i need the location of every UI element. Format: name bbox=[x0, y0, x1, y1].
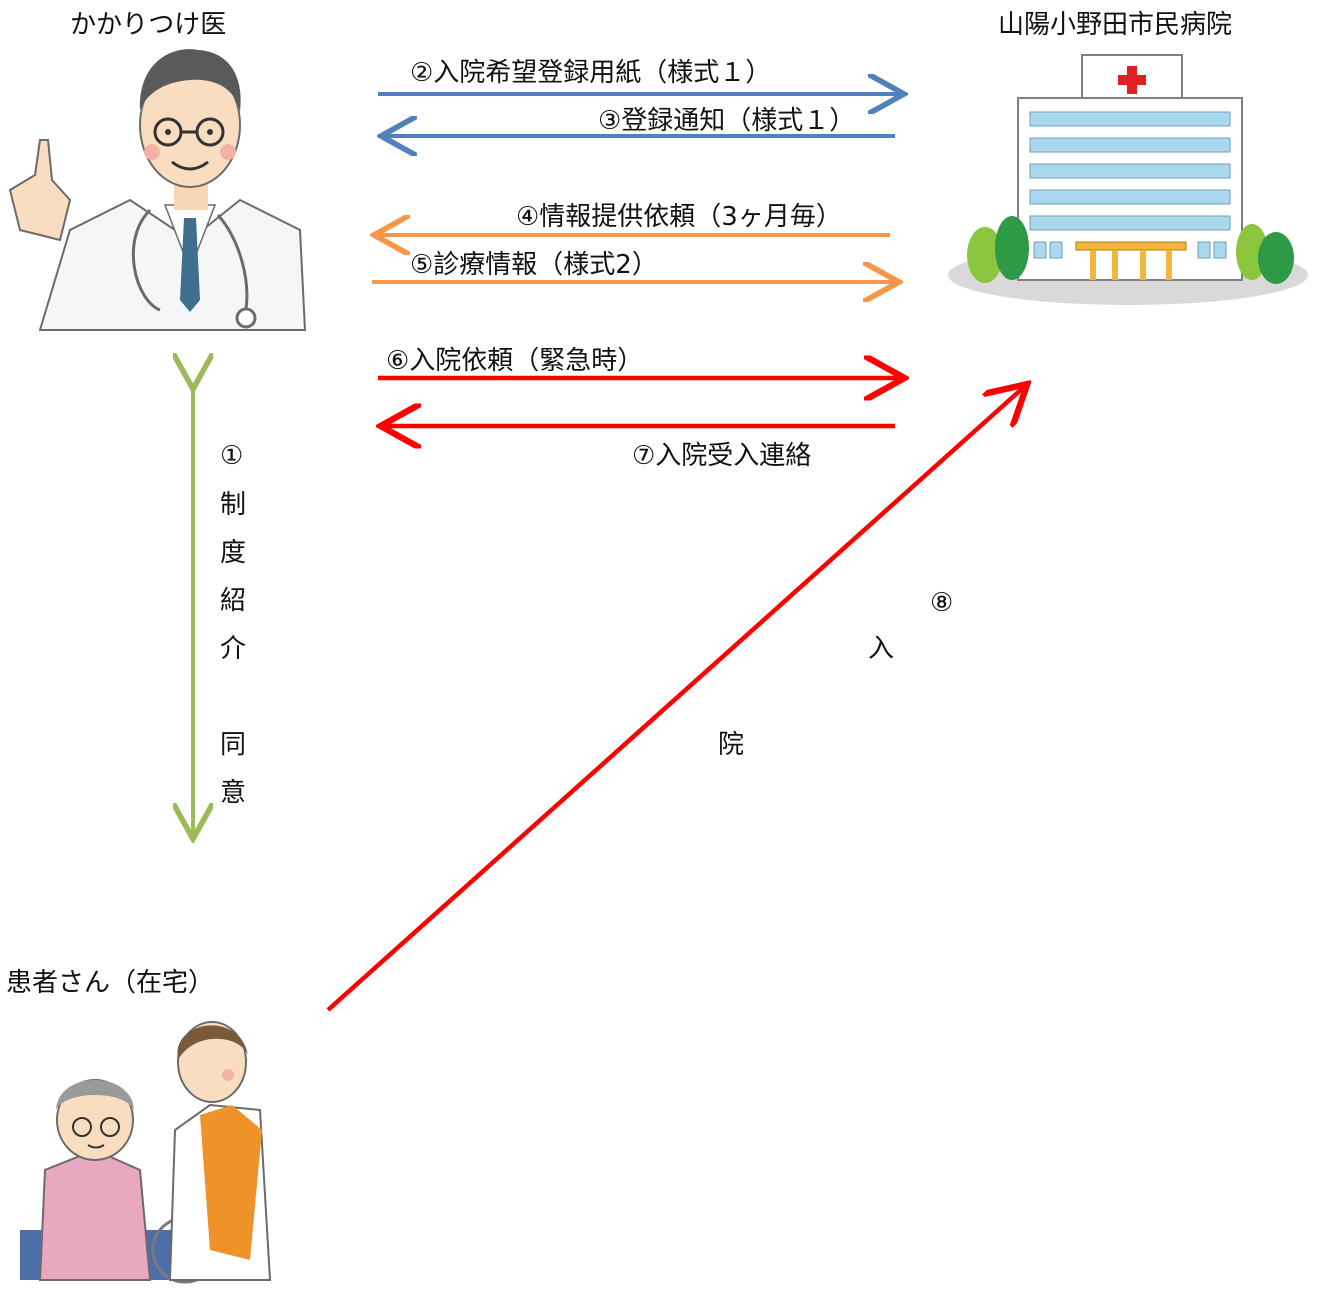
flow-label-registration-form: ②入院希望登録用紙（様式１） bbox=[410, 58, 772, 88]
consent-char-2: 制 bbox=[220, 490, 247, 520]
consent-char-5: 介 bbox=[220, 634, 247, 664]
flow-label-medical-info: ⑤診療情報（様式2） bbox=[410, 250, 658, 280]
flow-label-admission-request: ⑥入院依頼（緊急時） bbox=[386, 346, 644, 376]
patient-label: 患者さん（在宅） bbox=[6, 968, 215, 998]
patient-illustration bbox=[20, 1021, 272, 1284]
flow-label-info-request: ④情報提供依頼（3ヶ月毎） bbox=[516, 202, 842, 232]
consent-char-4: 紹 bbox=[220, 586, 247, 616]
arrow-admission bbox=[326, 387, 1024, 1012]
hospital-illustration bbox=[948, 54, 1308, 305]
flow-label-admission-accept: ⑦入院受入連絡 bbox=[632, 441, 812, 471]
doctor-illustration bbox=[8, 49, 307, 331]
consent-char-3: 度 bbox=[220, 538, 247, 568]
flow-label-registration-notice: ③登録通知（様式１） bbox=[598, 106, 856, 136]
admission-char-3: 院 bbox=[718, 730, 745, 760]
hospital-label: 山陽小野田市民病院 bbox=[998, 10, 1233, 40]
doctor-label: かかりつけ医 bbox=[70, 10, 227, 40]
consent-char-7: 意 bbox=[220, 778, 247, 808]
admission-char-1: ⑧ bbox=[930, 588, 954, 618]
admission-char-2: 入 bbox=[868, 634, 895, 664]
consent-char-6: 同 bbox=[220, 730, 247, 760]
consent-char-1: ① bbox=[220, 441, 244, 471]
